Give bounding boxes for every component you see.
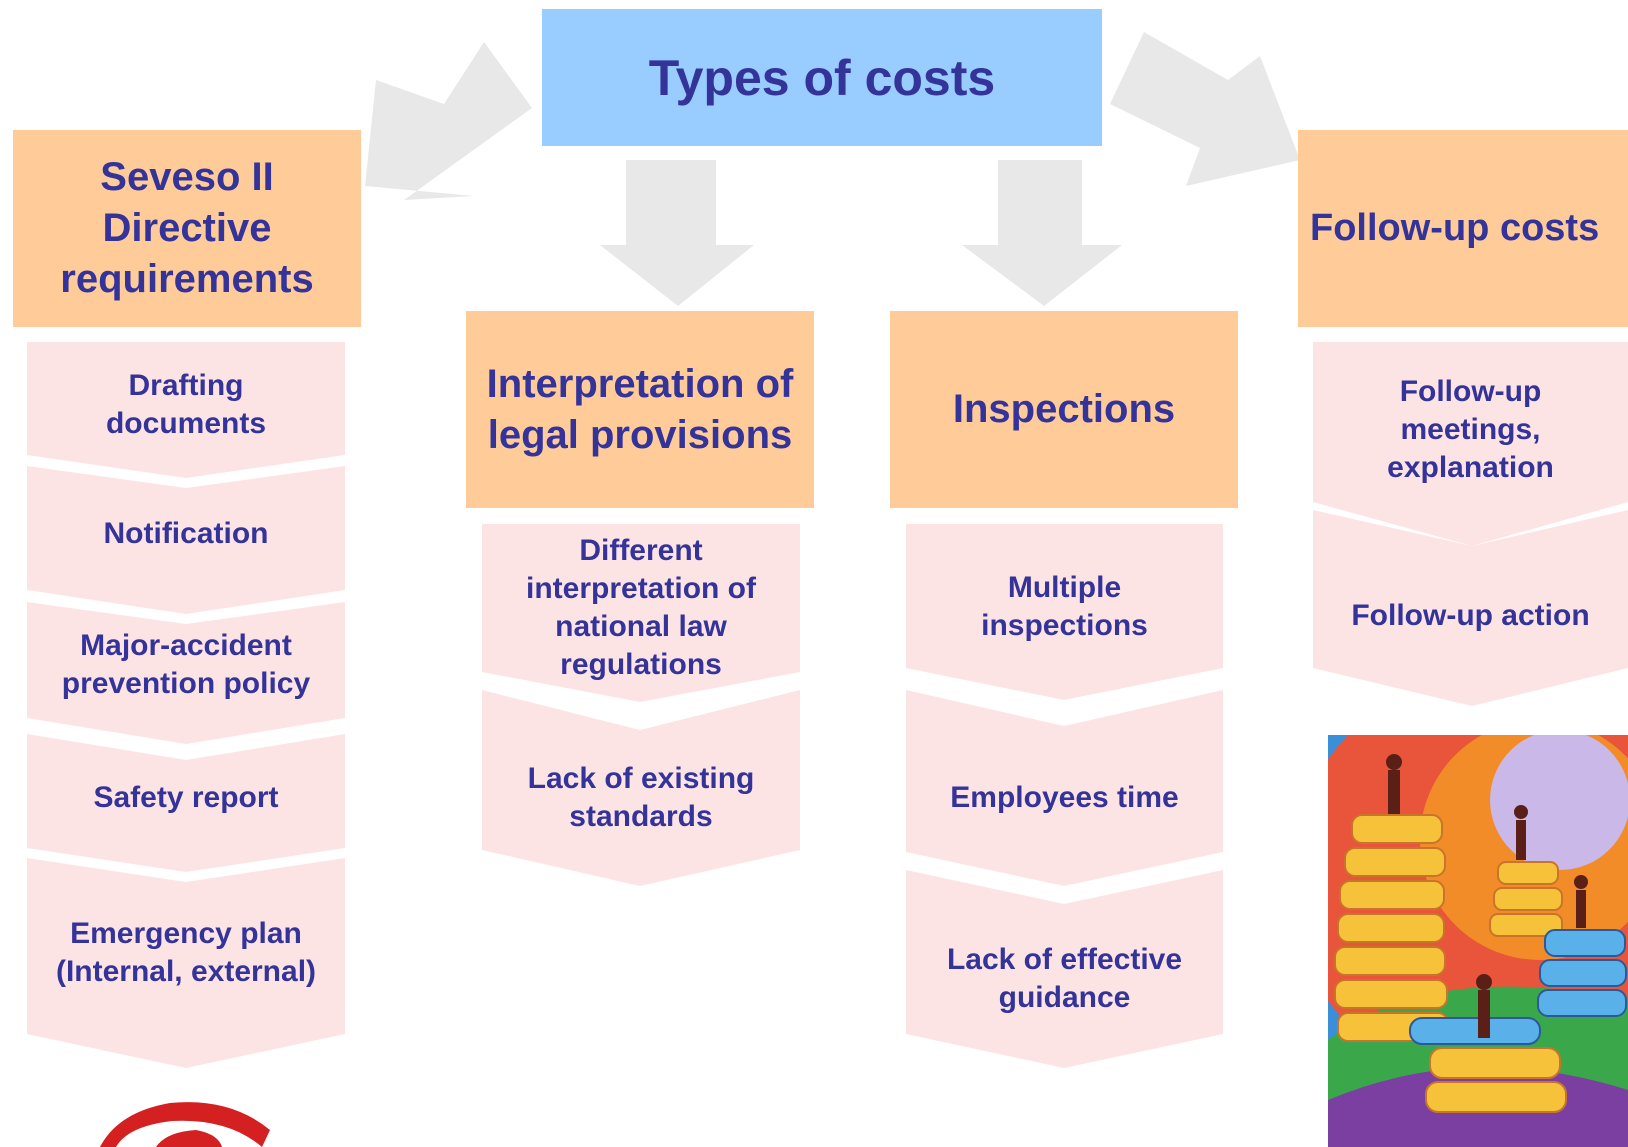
chevron-group-inspections xyxy=(906,524,1223,1068)
item-seveso-1-label: Drafting documents xyxy=(105,369,267,440)
diagram-title: Types of costs xyxy=(648,49,996,106)
item-followup-2: Follow-up action xyxy=(1313,590,1628,642)
coin-stacks-illustration xyxy=(1328,735,1628,1147)
category-followup-label: Follow-up costs xyxy=(1310,207,1600,249)
item-seveso-5: Emergency plan (Internal, external) xyxy=(27,910,345,996)
red-logo-partial xyxy=(100,1102,270,1147)
category-interpretation-label: Interpretation of legal provisions xyxy=(486,361,794,457)
item-seveso-1: Drafting documents xyxy=(27,362,345,448)
chevron-group-seveso xyxy=(27,342,345,1068)
item-inspections-3: Lack of effective guidance xyxy=(906,936,1223,1022)
item-inspections-2: Employees time xyxy=(906,772,1223,824)
chevron-group-followup xyxy=(1313,342,1628,706)
category-inspections-label: Inspections xyxy=(952,387,1176,431)
item-inspections-2-label: Employees time xyxy=(950,781,1179,814)
category-interpretation: Interpretation of legal provisions xyxy=(466,311,814,508)
item-seveso-4: Safety report xyxy=(27,772,345,824)
item-inspections-1: Multiple inspections xyxy=(906,564,1223,650)
arrow-to-interpretation xyxy=(600,160,754,306)
item-seveso-3-label: Major-accident prevention policy xyxy=(61,629,311,700)
category-seveso-label: Seveso II Directive requirements xyxy=(60,155,314,301)
item-seveso-5-label: Emergency plan (Internal, external) xyxy=(55,917,317,988)
item-followup-1: Follow-up meetings, explanation xyxy=(1313,368,1628,492)
item-interpretation-2-label: Lack of existing standards xyxy=(527,762,755,833)
item-inspections-1-label: Multiple inspections xyxy=(981,571,1148,642)
arrow-to-followup xyxy=(1110,32,1300,186)
item-seveso-2-label: Notification xyxy=(103,517,269,550)
item-followup-1-label: Follow-up meetings, explanation xyxy=(1387,375,1554,484)
item-seveso-4-label: Safety report xyxy=(93,781,279,814)
arrow-to-seveso xyxy=(365,42,532,200)
arrow-to-inspections xyxy=(962,160,1122,306)
item-interpretation-1-label: Different interpretation of national law… xyxy=(526,534,756,681)
category-inspections: Inspections xyxy=(890,311,1238,508)
category-seveso: Seveso II Directive requirements xyxy=(13,130,361,327)
item-followup-2-label: Follow-up action xyxy=(1351,599,1590,632)
category-followup: Follow-up costs xyxy=(1298,130,1628,327)
item-inspections-3-label: Lack of effective guidance xyxy=(946,943,1183,1014)
chevron-group-interpretation xyxy=(482,524,800,886)
title-box: Types of costs xyxy=(542,9,1102,146)
item-interpretation-2: Lack of existing standards xyxy=(482,755,800,841)
item-seveso-3: Major-accident prevention policy xyxy=(27,622,345,708)
item-interpretation-1: Different interpretation of national law… xyxy=(482,528,800,688)
item-seveso-2: Notification xyxy=(27,508,345,560)
